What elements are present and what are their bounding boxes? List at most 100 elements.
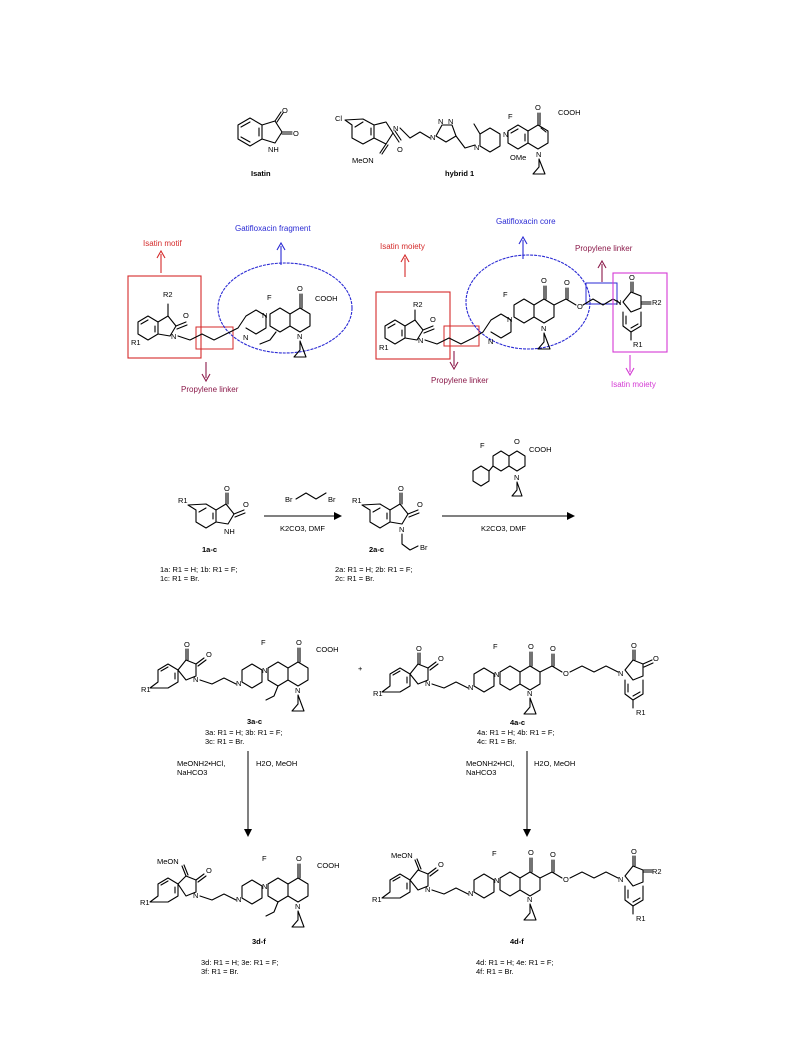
- atom-meon: MeON: [391, 851, 413, 860]
- atom-r2: R2: [163, 290, 173, 299]
- atom-o: O: [206, 650, 212, 659]
- atom-o: O: [397, 145, 403, 154]
- atom-o: O: [398, 484, 404, 493]
- reaction-step-4: MeONH2•HCl, NaHCO3 H2O, MeOH: [466, 751, 575, 837]
- atom-o: O: [631, 847, 637, 856]
- reagent-br: Br: [328, 495, 336, 504]
- up-arrow-icon: [597, 259, 607, 282]
- propylene-linker-label: Propylene linker: [181, 385, 239, 394]
- compound-note: 1c: R1 = Br.: [160, 574, 199, 583]
- atom-n: N: [448, 117, 453, 126]
- atom-n: N: [616, 298, 621, 307]
- atom-n: N: [618, 669, 623, 678]
- atom-f: F: [267, 293, 272, 302]
- design-left: Isatin motif R2 O N R1 Gatifloxacin frag…: [127, 224, 353, 394]
- atom-f: F: [503, 290, 508, 299]
- atom-o: O: [296, 638, 302, 647]
- atom-n: N: [262, 882, 267, 891]
- reaction-step-2: F O COOH N K2CO3, DMF: [442, 437, 575, 533]
- atom-r1: R1: [379, 343, 389, 352]
- atom-o: O: [528, 848, 534, 857]
- atom-n: N: [468, 889, 473, 898]
- compound-id: 1a-c: [202, 545, 217, 554]
- atom-n: N: [488, 337, 493, 346]
- atom-o: O: [206, 866, 212, 875]
- atom-n: N: [418, 336, 423, 345]
- atom-o: O: [541, 276, 547, 285]
- atom-o: O: [563, 669, 569, 678]
- compound-note: 1a: R1 = H; 1b: R1 = F;: [160, 565, 238, 574]
- atom-n: N: [507, 315, 512, 324]
- atom-n: N: [527, 689, 532, 698]
- atom-o: O: [438, 654, 444, 663]
- atom-o: O: [416, 644, 422, 653]
- atom-n: N: [527, 895, 532, 904]
- linker-box: [443, 325, 480, 347]
- hybrid-1-structure: Cl MeON O N N N N N N F O COOH OMe N hyb…: [335, 103, 581, 178]
- down-arrow-icon: [201, 362, 211, 383]
- conditions: K2CO3, DMF: [280, 524, 325, 533]
- atom-o: O: [653, 654, 659, 663]
- reaction-step-1: Br Br K2CO3, DMF: [264, 492, 342, 533]
- atom-n: N: [393, 124, 398, 133]
- gatifloxacin-core-label: Gatifloxacin core: [496, 217, 556, 226]
- atom-o: O: [296, 854, 302, 863]
- atom-n: N: [494, 876, 499, 885]
- compound-3a-c: R1 O O N N N F O COOH N 3a-c 3a: R1 = H;…: [141, 638, 339, 746]
- isatin-moiety-label-right: Isatin moiety: [611, 380, 656, 389]
- isatin-motif-box: [127, 275, 202, 359]
- atom-f: F: [508, 112, 513, 121]
- isatin-moiety-box-right: [612, 272, 668, 353]
- atom-n: N: [262, 311, 267, 320]
- plus-sign: +: [358, 664, 363, 673]
- atom-f: F: [493, 642, 498, 651]
- atom-f: F: [261, 638, 266, 647]
- gatifloxacin-core-ellipse: [465, 254, 591, 350]
- atom-n: N: [193, 675, 198, 684]
- atom-n: N: [295, 902, 300, 911]
- up-arrow-icon: [276, 241, 286, 265]
- solvent: H2O, MeOH: [534, 759, 575, 768]
- compound-note: 2a: R1 = H; 2b: R1 = F;: [335, 565, 413, 574]
- atom-br: Br: [420, 543, 428, 552]
- atom-r1: R1: [140, 898, 150, 907]
- down-arrow-icon: [625, 355, 635, 377]
- atom-n: N: [399, 525, 404, 534]
- compound-note: 3a: R1 = H; 3b: R1 = F;: [205, 728, 283, 737]
- atom-n: N: [243, 333, 248, 342]
- down-arrow-icon: [449, 351, 459, 371]
- atom-o: O: [184, 640, 190, 649]
- atom-r2: R2: [652, 867, 662, 876]
- reagent: MeONH2•HCl,: [177, 759, 225, 768]
- atom-n: N: [494, 670, 499, 679]
- compound-note: 2c: R1 = Br.: [335, 574, 374, 583]
- atom-o: O: [297, 284, 303, 293]
- atom-o: O: [243, 500, 249, 509]
- atom-o: O: [631, 641, 637, 650]
- atom-n: N: [430, 133, 435, 142]
- atom-r1: R1: [131, 338, 141, 347]
- atom-o: O: [528, 642, 534, 651]
- up-arrow-icon: [518, 235, 528, 259]
- compound-note: 4c: R1 = Br.: [477, 737, 516, 746]
- conditions: K2CO3, DMF: [481, 524, 526, 533]
- compound-id: 3a-c: [247, 717, 262, 726]
- atom-n: N: [514, 473, 519, 482]
- atom-o: O: [417, 500, 423, 509]
- atom-o: O: [430, 315, 436, 324]
- atom-cooh: COOH: [316, 645, 339, 654]
- compound-note: 3c: R1 = Br.: [205, 737, 244, 746]
- gatifloxacin-fragment-label: Gatifloxacin fragment: [235, 224, 311, 233]
- reaction-step-3: MeONH2•HCl, NaHCO3 H2O, MeOH: [177, 751, 297, 837]
- atom-cooh: COOH: [558, 108, 581, 117]
- atom-o: O: [577, 302, 583, 311]
- compound-note: 4d: R1 = H; 4e: R1 = F;: [476, 958, 554, 967]
- atom-meon: MeON: [157, 857, 179, 866]
- reagent-br: Br: [285, 495, 293, 504]
- propylene-linker-label-bottom: Propylene linker: [431, 376, 489, 385]
- atom-r1: R1: [636, 914, 646, 923]
- compound-note: 3f: R1 = Br.: [201, 967, 239, 976]
- up-arrow-icon: [400, 253, 410, 277]
- atom-n: N: [618, 875, 623, 884]
